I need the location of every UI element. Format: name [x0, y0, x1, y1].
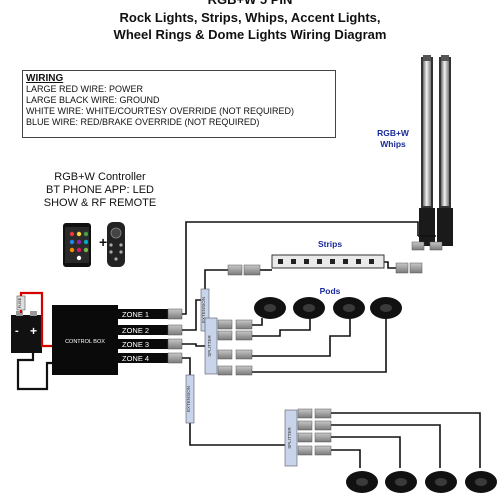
- wiring-line-blue: BLUE WIRE: RED/BRAKE OVERRIDE (NOT REQUI…: [26, 117, 260, 127]
- whip-connector-left: [411, 241, 425, 251]
- title-line-3: Wheel Rings & Dome Lights Wiring Diagram: [113, 27, 387, 42]
- wire-to-strips: [204, 269, 228, 289]
- zone-3-connector: [167, 338, 183, 350]
- extension-2-label: EXTENSION: [186, 386, 191, 412]
- wire-zone-1-whips: [182, 221, 419, 315]
- splitter-2-label: SPLITTER: [287, 427, 292, 449]
- power-wire: [19, 291, 52, 348]
- strip-end-connector-b: [409, 262, 423, 274]
- wiring-heading: WIRING: [26, 73, 64, 84]
- battery-minus: -: [15, 325, 19, 337]
- plus-sign: +: [99, 234, 107, 250]
- ground-wire: [16, 353, 52, 391]
- pods-top: [254, 297, 402, 319]
- wiring-line-white: WHITE WIRE: WHITE/COURTESY OVERRIDE (NOT…: [26, 106, 295, 116]
- zone-2-label: ZONE 2: [122, 326, 149, 335]
- battery-plus: +: [30, 324, 37, 338]
- zone-1-label: ZONE 1: [122, 310, 149, 319]
- wire-zone-2: [182, 299, 202, 331]
- zone-4-lead: ZONE 4: [118, 353, 168, 363]
- zone-4-connector: [167, 352, 183, 364]
- strips-label: Strips: [318, 239, 342, 249]
- splitter-2: SPLITTER: [284, 409, 298, 467]
- splitter-1: SPLITTER: [204, 317, 218, 375]
- zone-2-lead: ZONE 2: [118, 325, 168, 335]
- title-line-2: Rock Lights, Strips, Whips, Accent Light…: [119, 10, 381, 25]
- splitter-1-connectors: [217, 319, 253, 376]
- rf-remote-icon: [107, 222, 125, 267]
- extension-1-label: EXTENSION: [201, 297, 206, 323]
- wiring-legend: WIRING LARGE RED WIRE: POWER LARGE BLACK…: [22, 70, 336, 138]
- zone-1-connector: [167, 308, 183, 320]
- strip-connector-b: [243, 264, 261, 276]
- control-box-label: CONTROL BOX: [65, 339, 105, 345]
- whips-label-2: Whips: [380, 139, 406, 149]
- wire-zone-3: [182, 343, 205, 347]
- pods-label: Pods: [320, 286, 341, 296]
- splitter-1-label: SPLITTER: [207, 335, 212, 357]
- controller-line-3: SHOW & RF REMOTE: [43, 197, 157, 209]
- whip-connector-right: [429, 241, 443, 251]
- strip-connector-a: [227, 264, 243, 276]
- zone-3-label: ZONE 3: [122, 340, 149, 349]
- strip-end-connector-a: [395, 262, 409, 274]
- zone-4-label: ZONE 4: [122, 354, 149, 363]
- battery: - +: [11, 311, 42, 353]
- zone-2-connector: [167, 324, 183, 336]
- control-box: [52, 305, 118, 375]
- led-strip: [271, 254, 385, 269]
- title-line-1: RGB+W 5 PIN: [0, 0, 500, 8]
- wiring-line-power: LARGE RED WIRE: POWER: [26, 84, 144, 94]
- splitter-2-connectors: [297, 408, 332, 456]
- controller-line-2: BT PHONE APP: LED: [45, 184, 154, 196]
- extension-2: EXTENSION: [185, 374, 195, 424]
- wiring-line-ground: LARGE BLACK WIRE: GROUND: [26, 95, 160, 105]
- pods-bottom: [346, 471, 497, 493]
- whips-label-1: RGB+W: [377, 128, 410, 138]
- wire-zone-4: [182, 357, 285, 446]
- whip-right: [437, 55, 453, 246]
- fuse-label: FUSE: [17, 297, 22, 308]
- phone-icon: [63, 223, 91, 267]
- zone-1-lead: ZONE 1: [118, 309, 168, 319]
- zone-3-lead: ZONE 3: [118, 339, 168, 349]
- controller-line-1: RGB+W Controller: [54, 171, 146, 183]
- whip-left: [419, 55, 435, 246]
